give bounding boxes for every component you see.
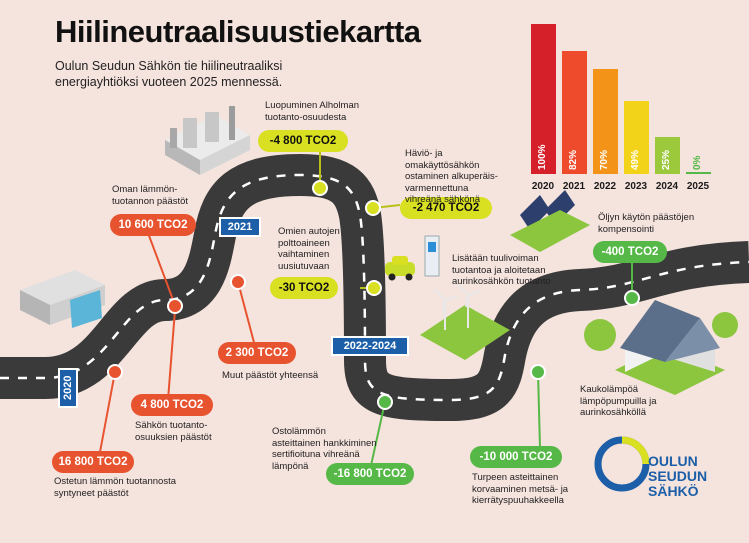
bar-2021: [562, 51, 587, 174]
year-marker-2020: 2020: [58, 368, 78, 408]
bar-year-label: 2024: [655, 181, 679, 192]
bar-2023: [624, 100, 649, 174]
connector-line: [167, 309, 176, 401]
milestone-caption: Luopuminen Alholman tuotanto-osuudesta: [265, 100, 360, 123]
milestone-caption: Öljyn käytön päästöjen kompensointi: [598, 212, 695, 235]
milestone-caption: Turpeen asteittainen korvaaminen metsä- …: [472, 472, 569, 506]
milestone-dot: [230, 274, 246, 290]
page-subtitle: Oulun Seudun Sähkön tie hiilineutraaliks…: [55, 59, 283, 89]
milestone-value: 16 800 TCO2: [52, 451, 134, 473]
wind-solar-note: Lisätään tuulivoiman tuotantoa ja aloite…: [452, 253, 551, 287]
wind-turbine-icon: [420, 284, 510, 360]
logo-line: SEUDUN: [648, 468, 708, 484]
bar-year-label: 2023: [624, 181, 648, 192]
logo-line: OULUN: [648, 453, 698, 469]
house-icon: [584, 300, 738, 395]
bar-2024: [655, 136, 680, 174]
milestone-caption: Ostolämmön asteittainen hankkiminen sert…: [272, 426, 377, 472]
road-lane-markings: [0, 173, 749, 402]
district-heat-note: Kaukolämpöä lämpöpumpuilla ja aurinkosäh…: [580, 384, 657, 418]
bar-year-label: 2022: [593, 181, 617, 192]
page-title: Hiilineutraalisuustiekartta: [55, 14, 421, 49]
bar-2025: [686, 172, 711, 174]
bar-year-label: 2021: [562, 181, 586, 192]
milestone-caption: Omien autojen polttoaineen vaihtaminen u…: [278, 226, 340, 272]
power-plant-icon: [165, 106, 250, 175]
bar-value-label: 82%: [568, 149, 579, 170]
milestone-value: -400 TCO2: [593, 241, 667, 263]
solar-panel-icon: [510, 190, 590, 252]
milestone-value: -2 470 TCO2: [400, 197, 492, 219]
milestone-dot: [312, 180, 328, 196]
bar-value-label: 100%: [537, 144, 548, 170]
company-logo-text: OULUN SEUDUN SÄHKÖ: [648, 454, 707, 499]
milestone-dot: [377, 394, 393, 410]
milestone-caption: Ostetun lämmön tuotannosta syntyneet pää…: [54, 476, 176, 499]
milestone-dot: [365, 200, 381, 216]
bar-value-label: 25%: [661, 149, 672, 170]
ev-charger-icon: [424, 235, 440, 277]
year-marker-2021: 2021: [219, 217, 261, 237]
milestone-caption: Häviö- ja omakäyttösähkön ostaminen alku…: [405, 148, 498, 205]
milestone-value: 10 600 TCO2: [110, 214, 196, 236]
bar-year-label: 2020: [531, 181, 555, 192]
milestone-caption: Muut päästöt yhteensä: [222, 370, 319, 381]
milestone-value: 4 800 TCO2: [131, 394, 213, 416]
milestone-dot: [167, 298, 183, 314]
connector-line: [237, 281, 257, 351]
milestone-caption: Oman lämmön-tuotannon päästöt: [112, 184, 189, 207]
bar-value-label: 49%: [630, 149, 641, 170]
milestone-dot: [366, 280, 382, 296]
year-marker-2022-2024: 2022-2024: [331, 336, 409, 356]
milestone-value: -10 000 TCO2: [470, 446, 562, 468]
bar-2022: [593, 69, 618, 174]
connector-line: [369, 401, 386, 471]
milestone-value: 2 300 TCO2: [218, 342, 296, 364]
bar-value-label: 70%: [599, 149, 610, 170]
bar-2020: [531, 24, 556, 174]
osse-logo-icon: [594, 436, 650, 492]
car-icon: [385, 256, 415, 281]
connector-line: [99, 371, 116, 453]
milestone-value: -16 800 TCO2: [326, 463, 414, 485]
bar-year-label: 2025: [686, 181, 710, 192]
milestone-dot: [624, 290, 640, 306]
hydro-plant-icon: [20, 270, 105, 328]
milestone-value: -4 800 TCO2: [258, 130, 348, 152]
milestone-dot: [107, 364, 123, 380]
connector-line: [144, 224, 176, 306]
bar-value-label: 0%: [692, 155, 703, 170]
logo-line: SÄHKÖ: [648, 483, 699, 499]
milestone-value: -30 TCO2: [270, 277, 338, 299]
milestone-dot: [530, 364, 546, 380]
connector-line: [537, 371, 541, 449]
milestone-caption: Sähkön tuotanto-osuuksien päästöt: [135, 420, 212, 443]
